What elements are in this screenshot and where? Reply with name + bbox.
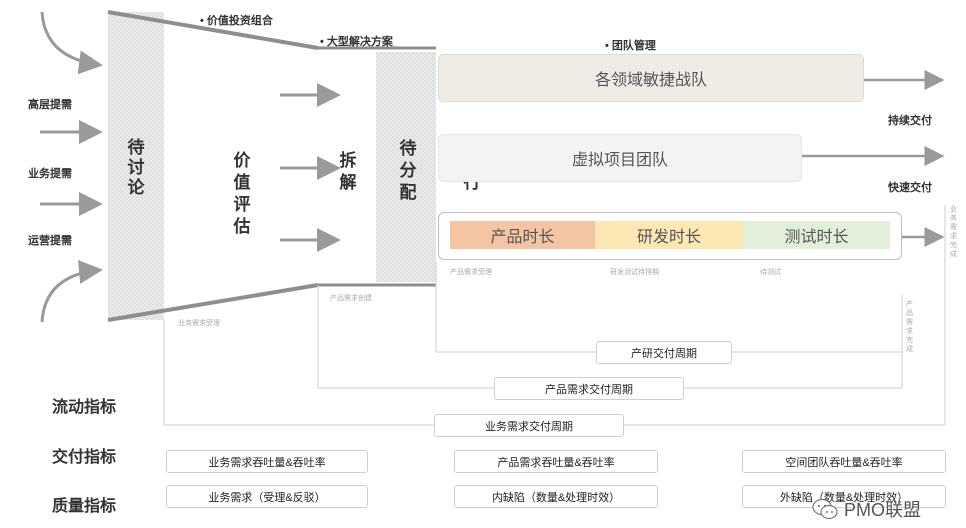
stage-pending-assignment: 待分配	[399, 139, 417, 202]
label-value-portfolio: • 价值投资组合	[200, 12, 273, 28]
note-biz-accept: 业务需求受理	[178, 320, 220, 327]
label-team-management: • 团队管理	[605, 37, 656, 53]
bullet-dot: •	[605, 40, 612, 52]
delivery-prod-throughput: 产品需求吞吐量&吞吐率	[454, 450, 658, 473]
quality-external-defects: 外缺陷（数量&处理时效）	[742, 485, 946, 508]
label-team-management-text: 团队管理	[611, 40, 656, 52]
label-large-solution: • 大型解决方案	[320, 33, 393, 49]
watermark: PMO联盟	[812, 496, 921, 522]
quality-internal-defects: 内缺陷（数量&处理时效）	[454, 485, 658, 508]
metric-delivery: 交付指标	[52, 449, 117, 466]
delivery-biz-throughput: 业务需求吞吐量&吞吐率	[166, 450, 368, 473]
metric-quality: 质量指标	[52, 498, 117, 515]
output-fast: 快速交付	[888, 182, 932, 194]
bullet-dot: •	[320, 36, 327, 48]
label-value-portfolio-text: 价值投资组合	[206, 15, 273, 27]
note-dev-test: 研发测试待排期	[610, 269, 659, 276]
quality-biz-requirements: 业务需求（受理&反驳）	[166, 485, 368, 508]
team-virtual-project: 虚拟项目团队	[438, 134, 802, 182]
wechat-icon	[812, 498, 838, 520]
output-continuous: 持续交付	[888, 115, 932, 127]
delivery-team-throughput: 空间团队吞吐量&吞吐率	[742, 450, 946, 473]
input-business: 业务提需	[28, 168, 72, 180]
bullet-dot: •	[200, 15, 207, 27]
note-prod-accept: 产品需求受理	[450, 269, 492, 276]
note-wait-test: 待测试	[760, 269, 781, 276]
duration-product: 产品时长	[450, 221, 595, 249]
watermark-text: PMO联盟	[844, 500, 922, 520]
input-operations: 运营提需	[28, 235, 72, 247]
label-large-solution-text: 大型解决方案	[326, 36, 393, 48]
note-biz-done: 业务需求完成	[950, 206, 957, 258]
duration-test: 测试时长	[743, 221, 890, 249]
duration-dev: 研发时长	[595, 221, 743, 249]
cycle-product-delivery: 产品需求交付周期	[494, 377, 684, 400]
stage-value-assessment: 价值评估	[233, 151, 251, 236]
stage-pending-discussion: 待讨论	[127, 138, 145, 197]
cycle-rd-delivery: 产研交付周期	[596, 341, 732, 364]
stage-breakdown: 拆解	[339, 151, 357, 192]
note-prod-create: 产品需求创建	[330, 295, 372, 302]
note-prod-done: 产品需求完成	[906, 301, 913, 353]
metric-flow: 流动指标	[52, 399, 117, 416]
input-executive: 高层提需	[28, 99, 72, 111]
team-agile-squads: 各领域敏捷战队	[438, 54, 864, 102]
cycle-business-delivery: 业务需求交付周期	[434, 414, 624, 437]
